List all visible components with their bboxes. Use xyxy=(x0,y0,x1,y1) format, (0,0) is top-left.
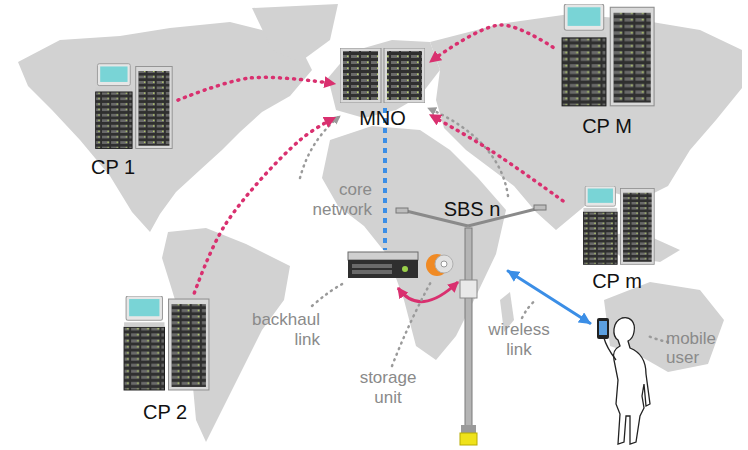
leader-line xyxy=(312,282,346,306)
entity-box: MNO xyxy=(335,45,430,129)
entity-box: mobile user xyxy=(590,300,746,446)
leader-line xyxy=(392,280,432,366)
backhaul-link-arrow xyxy=(398,282,458,302)
europe xyxy=(328,40,440,118)
node-label: CP M xyxy=(582,115,632,137)
node-label: SBS n xyxy=(444,198,501,220)
entity-box: CP M xyxy=(553,3,661,137)
cp-server-icon xyxy=(583,186,654,264)
entity-box: SBS n xyxy=(436,198,508,298)
content-flow-arrow xyxy=(178,77,335,100)
backhaul-server xyxy=(348,252,418,278)
wireless-link-arrow xyxy=(508,271,590,323)
user-label: mobile user xyxy=(666,330,738,367)
cp-server-icon xyxy=(124,296,209,390)
annotation-label: core network xyxy=(282,180,372,219)
node-label: CP 2 xyxy=(143,401,187,423)
node-label: MNO xyxy=(359,107,406,129)
node-label: CP 1 xyxy=(91,156,135,178)
mno-rack-icon xyxy=(340,48,425,103)
north-america xyxy=(18,22,312,232)
leader-line xyxy=(648,336,668,342)
annotation-label: backhaul link xyxy=(238,310,320,349)
core-network-pointer xyxy=(300,116,340,178)
leader-line xyxy=(522,300,536,318)
content-flow-arrow xyxy=(430,115,563,201)
node-label: CP m xyxy=(592,270,642,292)
entity-box: CP 1 xyxy=(48,62,178,178)
mobile-phone xyxy=(597,318,609,339)
entity-box: CP 2 xyxy=(108,293,222,423)
africa xyxy=(322,126,506,360)
annotation-label: wireless link xyxy=(482,320,556,359)
cp-server-icon xyxy=(562,4,654,106)
entity-box: CP m xyxy=(563,185,671,292)
mobile-user-figure xyxy=(604,318,650,444)
storage-unit xyxy=(426,254,453,276)
cp-server-icon xyxy=(96,64,173,149)
content-flow-arrow xyxy=(430,25,553,62)
annotation-label: storage unit xyxy=(352,368,424,407)
greenland xyxy=(252,4,338,62)
core-network-link xyxy=(383,108,387,250)
